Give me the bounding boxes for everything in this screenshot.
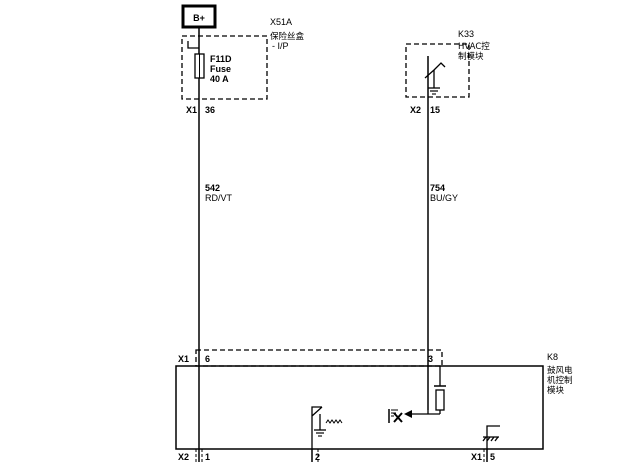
blower-fan-icon xyxy=(388,409,403,423)
hvac-module-name-1: HVAC控 xyxy=(458,41,490,52)
wire-542-circuit: 542 xyxy=(205,183,220,193)
fuse-pin-label: 36 xyxy=(205,105,215,115)
blower-bottom-connector-x2: X2 xyxy=(178,452,189,462)
blower-module-name-2: 机控制 xyxy=(547,375,573,386)
hvac-module-name-2: 制模块 xyxy=(458,51,484,62)
wire-542-color: RD/VT xyxy=(205,193,233,203)
battery-positive-source: B+ xyxy=(181,4,217,29)
chassis-ground-icon xyxy=(482,425,500,449)
pwm-signal-icon xyxy=(325,419,343,424)
wire-754-circuit: 754 xyxy=(430,183,445,193)
fuse-block-id: X51A xyxy=(270,17,292,27)
blower-top-pin-3: 3 xyxy=(428,354,433,364)
fuse-hook-icon xyxy=(187,41,199,49)
blower-bottom-pin-5: 5 xyxy=(490,452,495,462)
hvac-pin-label: 15 xyxy=(430,105,440,115)
ground-switch-icon xyxy=(424,62,446,79)
control-switch-icon xyxy=(311,406,323,449)
blower-top-pin-6: 6 xyxy=(205,354,210,364)
blower-module-k8 xyxy=(175,349,544,450)
battery-positive-label: B+ xyxy=(193,13,205,23)
fuse-block-name-suffix: - I/P xyxy=(272,41,289,51)
arrow-left-icon xyxy=(404,410,412,418)
blower-module-name-1: 鼓风电 xyxy=(547,365,573,376)
hvac-module-k33 xyxy=(405,43,470,98)
blower-top-connector: X1 xyxy=(178,354,189,364)
fuse-word: Fuse xyxy=(210,64,231,74)
hvac-connector-label: X2 xyxy=(410,105,421,115)
hvac-module-id: K33 xyxy=(458,29,474,39)
blower-bottom-pin-2: 2 xyxy=(315,452,320,462)
blower-bottom-pin-1: 1 xyxy=(205,452,210,462)
blower-bottom-connector-x1: X1 xyxy=(471,452,482,462)
blower-module-name-3: 模块 xyxy=(547,385,565,396)
fuse-name: F11D xyxy=(210,54,232,64)
wire-754-color: BU/GY xyxy=(430,193,458,203)
fuse-block-x51a: F11D Fuse 40 A xyxy=(181,35,268,100)
fuse-rating: 40 A xyxy=(210,74,229,84)
fuse-block-name-cn: 保险丝盒 xyxy=(270,31,305,42)
resistor-icon xyxy=(435,389,445,411)
fuse-connector-label: X1 xyxy=(186,105,197,115)
blower-module-id: K8 xyxy=(547,352,558,362)
